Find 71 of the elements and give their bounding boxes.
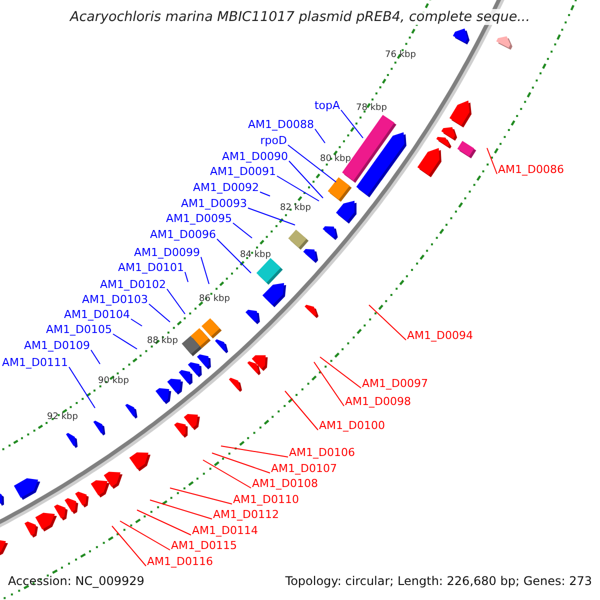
scale-label: 76 kbp: [385, 50, 416, 61]
gene-label: rpoD: [260, 134, 287, 147]
leader-line: [284, 390, 318, 430]
leader-line: [276, 176, 320, 202]
leader-line: [130, 318, 142, 326]
scale-label: 88 kbp: [147, 336, 178, 347]
gene-label: AM1_D0086: [498, 163, 564, 176]
gene-label: AM1_D0109: [24, 339, 90, 352]
gene-label: AM1_D0105: [46, 323, 112, 336]
leader-line: [220, 446, 288, 458]
gene-label: AM1_D0096: [150, 228, 216, 241]
gene-label: AM1_D0103: [82, 293, 148, 306]
leader-line: [200, 256, 210, 284]
leader-line: [184, 272, 188, 282]
gene-label: AM1_D0094: [407, 329, 473, 342]
leader-line: [320, 356, 362, 388]
gene-label: AM1_D0110: [233, 493, 299, 506]
gene-label: AM1_D0102: [100, 278, 166, 291]
gene-label: AM1_D0116: [147, 555, 213, 568]
leader-line: [314, 128, 326, 144]
info-text: Accession: NC_009929: [8, 574, 144, 588]
leader-line: [112, 526, 146, 566]
leader-line: [112, 334, 138, 350]
gene-label: AM1_D0093: [181, 197, 247, 210]
leader-line: [120, 520, 170, 550]
gene-label: topA: [314, 99, 340, 112]
gene-label: AM1_D0107: [271, 462, 337, 475]
leader-line: [260, 192, 270, 196]
leader-line: [202, 460, 252, 488]
scale-label: 78 kbp: [356, 103, 387, 114]
gene-label: AM1_D0111: [2, 356, 68, 369]
info-text: Topology: circular; Length: 226,680 bp; Genes: 273: [285, 574, 592, 588]
scale-label: 84 kbp: [240, 250, 271, 261]
leader-line: [288, 160, 324, 198]
leader-line: [216, 238, 252, 274]
gene-label: AM1_D0104: [64, 308, 130, 321]
scale-label: 92 kbp: [47, 412, 78, 423]
leader-line: [148, 304, 170, 322]
leader-line: [232, 222, 252, 238]
gene-label: AM1_D0100: [319, 419, 385, 432]
leader-line: [248, 208, 296, 226]
gene-label: AM1_D0112: [213, 508, 279, 521]
gene-label: AM1_D0088: [248, 118, 314, 131]
scale-label: 82 kbp: [280, 203, 311, 214]
gene-label: AM1_D0092: [193, 181, 259, 194]
gene-label: AM1_D0099: [134, 246, 200, 259]
leader-line: [486, 148, 498, 174]
leader-line: [288, 144, 336, 182]
leader-line: [150, 500, 212, 520]
gene-label: AM1_D0098: [345, 395, 411, 408]
leader-line: [170, 488, 232, 504]
scale-label: 86 kbp: [199, 294, 230, 305]
leader-line: [68, 366, 96, 408]
leader-line: [314, 362, 344, 406]
gene-label: AM1_D0097: [362, 377, 428, 390]
gene-label: AM1_D0114: [192, 524, 258, 537]
gene-label: AM1_D0108: [252, 477, 318, 490]
gene-label: AM1_D0091: [210, 165, 276, 178]
leader-line: [340, 110, 364, 138]
leader-line: [136, 510, 192, 536]
gene-label: AM1_D0101: [118, 261, 184, 274]
gene-label: AM1_D0106: [289, 446, 355, 459]
gene-label: AM1_D0115: [171, 539, 237, 552]
leader-line: [166, 288, 186, 314]
leader-line: [368, 304, 406, 340]
leader-line: [90, 350, 100, 364]
scale-label: 90 kbp: [98, 376, 129, 387]
scale-label: 80 kbp: [320, 154, 351, 165]
gene-label: AM1_D0095: [166, 212, 232, 225]
leader-line: [212, 452, 270, 474]
gene-label: AM1_D0090: [222, 150, 288, 163]
